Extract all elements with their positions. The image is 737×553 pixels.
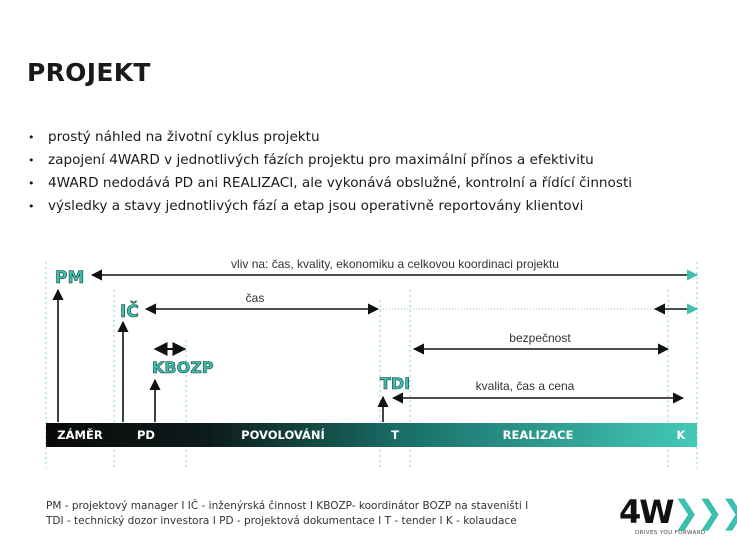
phase-zamer: ZÁMĚR [57, 427, 103, 442]
page-title: PROJEKT [27, 58, 151, 87]
phase-povolovani: POVOLOVÁNÍ [241, 427, 325, 442]
phase-realizace: REALIZACE [503, 428, 574, 442]
role-pm: PM [55, 268, 84, 288]
legend-line: TDI - technický dozor investora I PD - p… [46, 515, 517, 527]
bullet-item: zapojení 4WARD v jednotlivých fázích pro… [28, 149, 632, 172]
company-logo: 4W❯❯❯ DRIVES YOU FORWARD [619, 493, 737, 539]
bullet-list: prostý náhled na životní cyklus projektu… [28, 126, 632, 218]
abbreviation-legend: PM - projektový manager I IČ - inženýrsk… [46, 499, 528, 529]
legend-line: PM - projektový manager I IČ - inženýrsk… [46, 500, 529, 512]
ic-time-label: čas [246, 291, 265, 305]
phase-kolaudace: K [677, 428, 687, 442]
role-tdi: TDI [380, 374, 410, 393]
phase-pd: PD [137, 428, 155, 442]
phase-tender: T [391, 428, 399, 442]
logo-text: 4W [619, 493, 675, 531]
bullet-item: prostý náhled na životní cyklus projektu [28, 126, 632, 149]
role-kbozp: KBOZP [152, 358, 214, 377]
project-lifecycle-diagram: vliv na: čas, kvality, ekonomiku a celko… [45, 257, 699, 468]
logo-chevrons-icon: ❯❯❯ [672, 493, 737, 531]
role-ic: IČ [120, 300, 139, 322]
safety-label: bezpečnost [509, 331, 571, 345]
pm-influence-label: vliv na: čas, kvality, ekonomiku a celko… [231, 257, 559, 271]
bullet-item: 4WARD nedodává PD ani REALIZACI, ale vyk… [28, 172, 632, 195]
logo-mark: 4W❯❯❯ [619, 493, 737, 531]
logo-tagline: DRIVES YOU FORWARD [635, 530, 706, 536]
phase-bar [46, 423, 697, 447]
bullet-item: výsledky a stavy jednotlivých fází a eta… [28, 195, 632, 218]
tdi-label: kvalita, čas a cena [476, 379, 575, 393]
